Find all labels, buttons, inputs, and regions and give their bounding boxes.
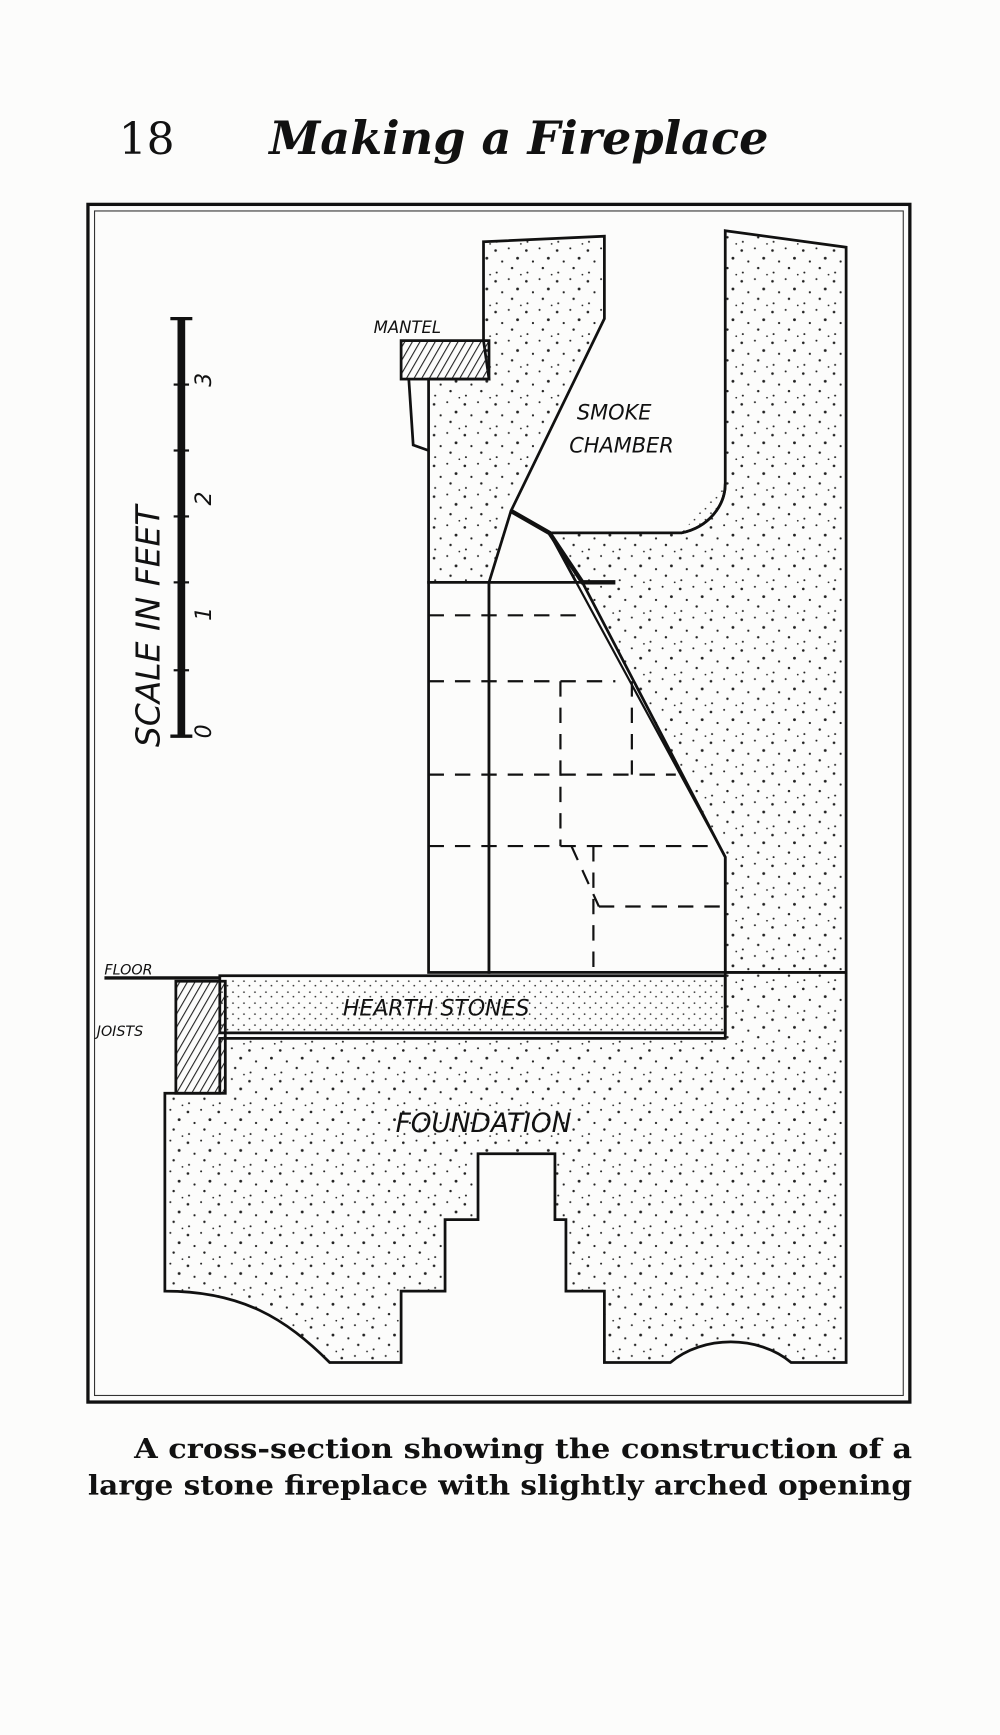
page-number: 18: [119, 114, 175, 165]
scale-tick-2: 2: [192, 491, 217, 505]
fireplace-cross-section: [104, 229, 848, 1364]
label-joists: JOISTS: [94, 1024, 143, 1040]
stone-joint-lines: [428, 614, 720, 973]
figure-frame: [86, 202, 912, 1404]
foundation: [163, 971, 848, 1364]
caption-line-1: A cross-section showing the construction…: [133, 1433, 912, 1465]
running-title: Making a Fireplace: [267, 111, 768, 165]
label-floor: FLOOR: [104, 963, 152, 979]
label-chamber: CHAMBER: [569, 434, 674, 458]
scale-tick-0: 0: [192, 724, 217, 738]
scale-tick-1: 1: [192, 607, 217, 621]
scale-tick-3: 3: [192, 373, 217, 387]
damper: [509, 509, 616, 585]
mantel-shelf: [399, 339, 491, 381]
label-mantel: MANTEL: [374, 318, 441, 337]
scale-label: SCALE IN FEET: [128, 503, 167, 748]
mantel-bracket: [407, 378, 430, 452]
label-hearth-stones: HEARTH STONES: [343, 996, 530, 1021]
fireplace-opening: [427, 580, 491, 974]
scale-bar: 0 1 2 3 SCALE IN FEET: [128, 317, 217, 748]
joist: [174, 979, 227, 1095]
label-foundation: FOUNDATION: [396, 1109, 572, 1139]
caption-line-2: large stone fireplace with slightly arch…: [88, 1469, 912, 1501]
label-smoke: SMOKE: [577, 401, 652, 425]
